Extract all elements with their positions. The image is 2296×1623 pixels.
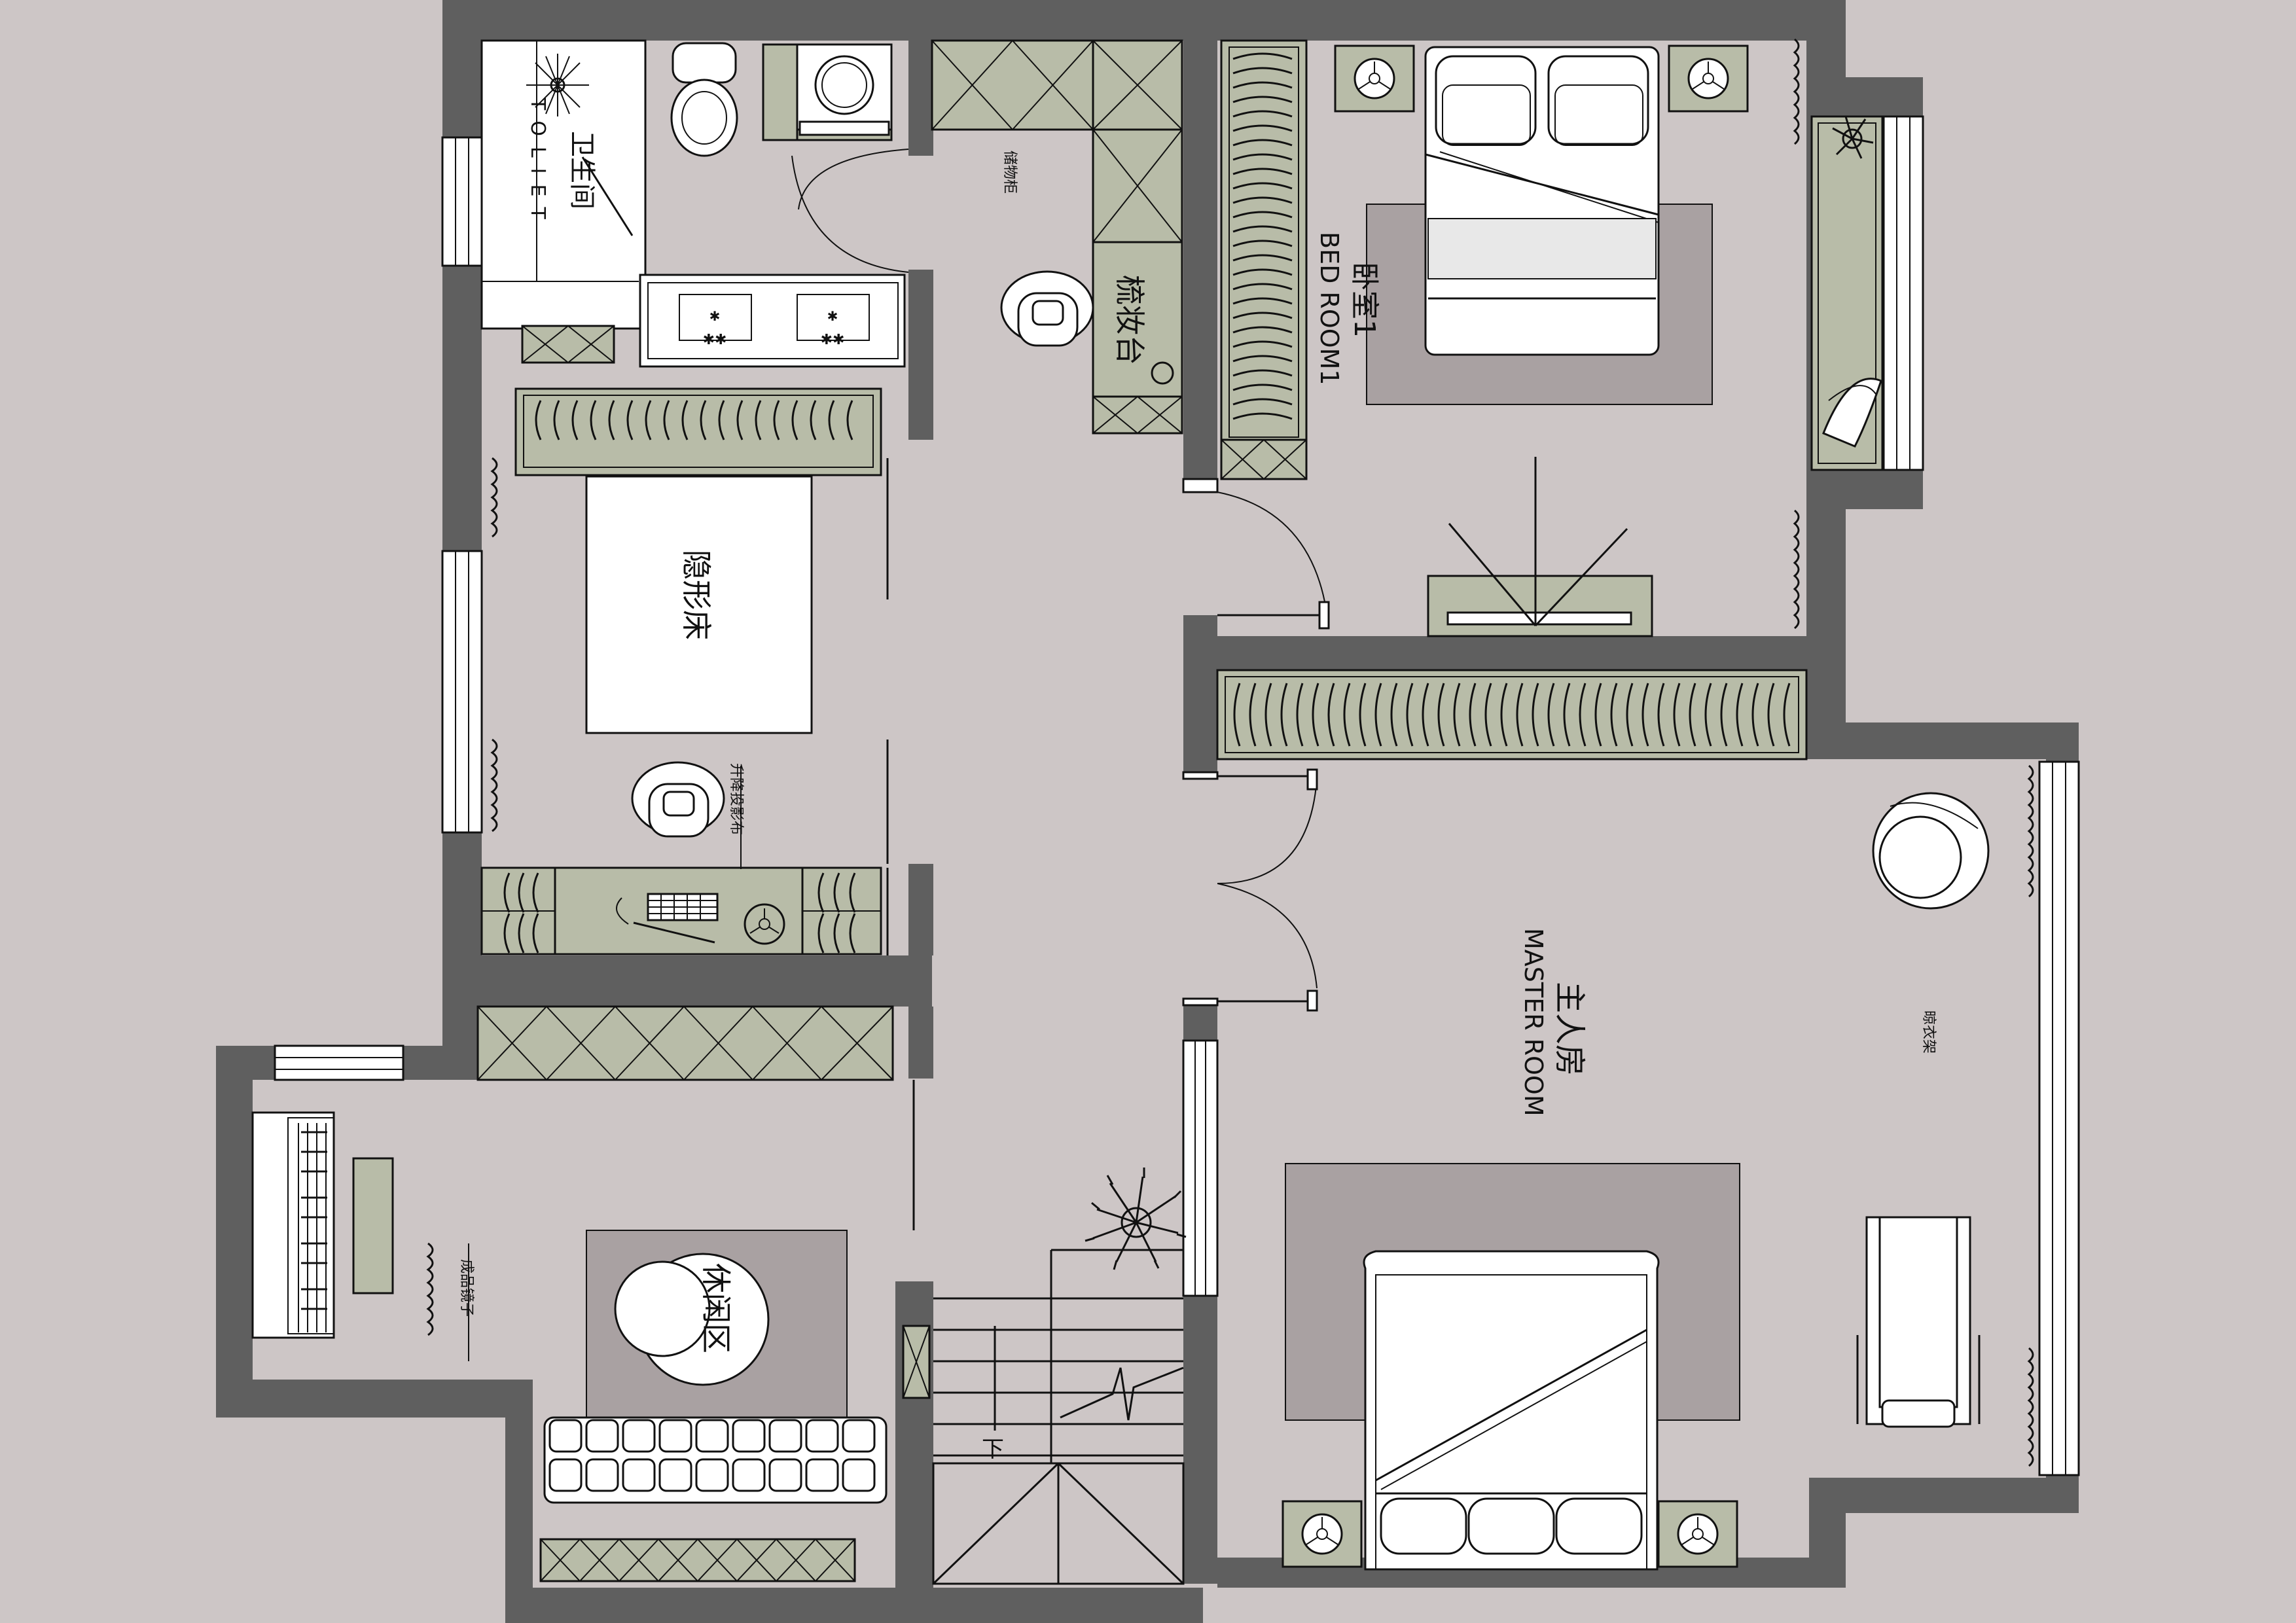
plant-icon — [1832, 116, 1874, 159]
leisure-label: 休闲区 — [698, 1263, 734, 1353]
curtain-left-icon — [490, 457, 498, 832]
study-room: 隐形床 — [480, 387, 889, 955]
shower-head-icon — [526, 54, 589, 116]
partitions — [482, 41, 1806, 1589]
dresser: 梳妆台 — [1092, 241, 1183, 435]
toilet-bowl-icon — [670, 42, 738, 157]
nightstand-icon — [1282, 1500, 1363, 1568]
svg-text:✱: ✱ — [709, 308, 721, 324]
master-label-cn: 主人房 — [1551, 982, 1588, 1076]
pillow-icon — [1822, 378, 1882, 448]
master-label-en: MASTER ROOM — [1519, 928, 1548, 1116]
svg-text:✱: ✱ — [827, 308, 838, 324]
wardrobe-horizontal — [1216, 669, 1808, 760]
svg-text:✱✱: ✱✱ — [703, 332, 727, 348]
study-desk — [480, 866, 882, 955]
desk-chair-icon — [631, 761, 725, 838]
piano-icon — [251, 1111, 394, 1339]
mirror-icon: 成品镜子 — [426, 1242, 475, 1361]
washing-machine-icon — [762, 43, 893, 141]
dresser-label: 梳妆台 — [1112, 275, 1147, 365]
bedroom1-label-cn: 卧室1 — [1348, 262, 1381, 338]
master-bed-icon — [1363, 1250, 1660, 1571]
vanity: ✱ ✱ ✱✱ ✱✱ — [639, 274, 906, 368]
dresser-chair-icon — [1000, 270, 1094, 347]
storage-cabinet: 储物柜 — [931, 39, 1183, 243]
toilet-label-en: TOLIET — [526, 98, 549, 230]
lounge-chair-icon — [1872, 792, 1990, 910]
sofa-icon — [543, 1416, 888, 1504]
projector-label: 升降投影布 — [728, 763, 744, 835]
storage-label: 储物柜 — [1001, 151, 1018, 194]
mirror-label: 成品镜子 — [458, 1259, 475, 1317]
nightstand-icon — [1668, 45, 1749, 113]
wardrobe-hangers-bedroom1 — [1232, 52, 1293, 420]
bedroom1-label-en: BED ROOM1 — [1315, 232, 1344, 385]
recliner-icon — [1856, 1216, 1981, 1428]
toilet-cabinet — [521, 325, 615, 364]
plant-icon — [1085, 1168, 1187, 1270]
windows — [274, 115, 2080, 1476]
bedroom1: 卧室1 BED ROOM1 — [1220, 38, 1884, 637]
doors — [1182, 478, 1330, 1012]
hidden-bed-label: 隐形床 — [679, 550, 714, 640]
stairs-down-label: 下 — [982, 1436, 1004, 1463]
nightstand-icon — [1334, 45, 1415, 113]
toilet-label-cn: 卫生间 — [567, 131, 597, 209]
nightstand-icon — [1657, 1500, 1738, 1568]
master-room: 晾衣架 主人房 MASTER ROOM — [1282, 764, 2034, 1571]
toilet-room: ✱ ✱ ✱✱ ✱✱ 卫生间 TOLIET — [480, 39, 909, 368]
leisure-top-cabinet — [476, 1005, 915, 1230]
drying-rack-label: 晾衣架 — [1920, 1010, 1937, 1054]
bed1-icon — [1424, 46, 1660, 356]
leisure-area: 成品镜子 休闲区 — [251, 1111, 888, 1582]
stairs: 下 — [902, 1168, 1187, 1585]
svg-text:✱✱: ✱✱ — [821, 332, 845, 348]
